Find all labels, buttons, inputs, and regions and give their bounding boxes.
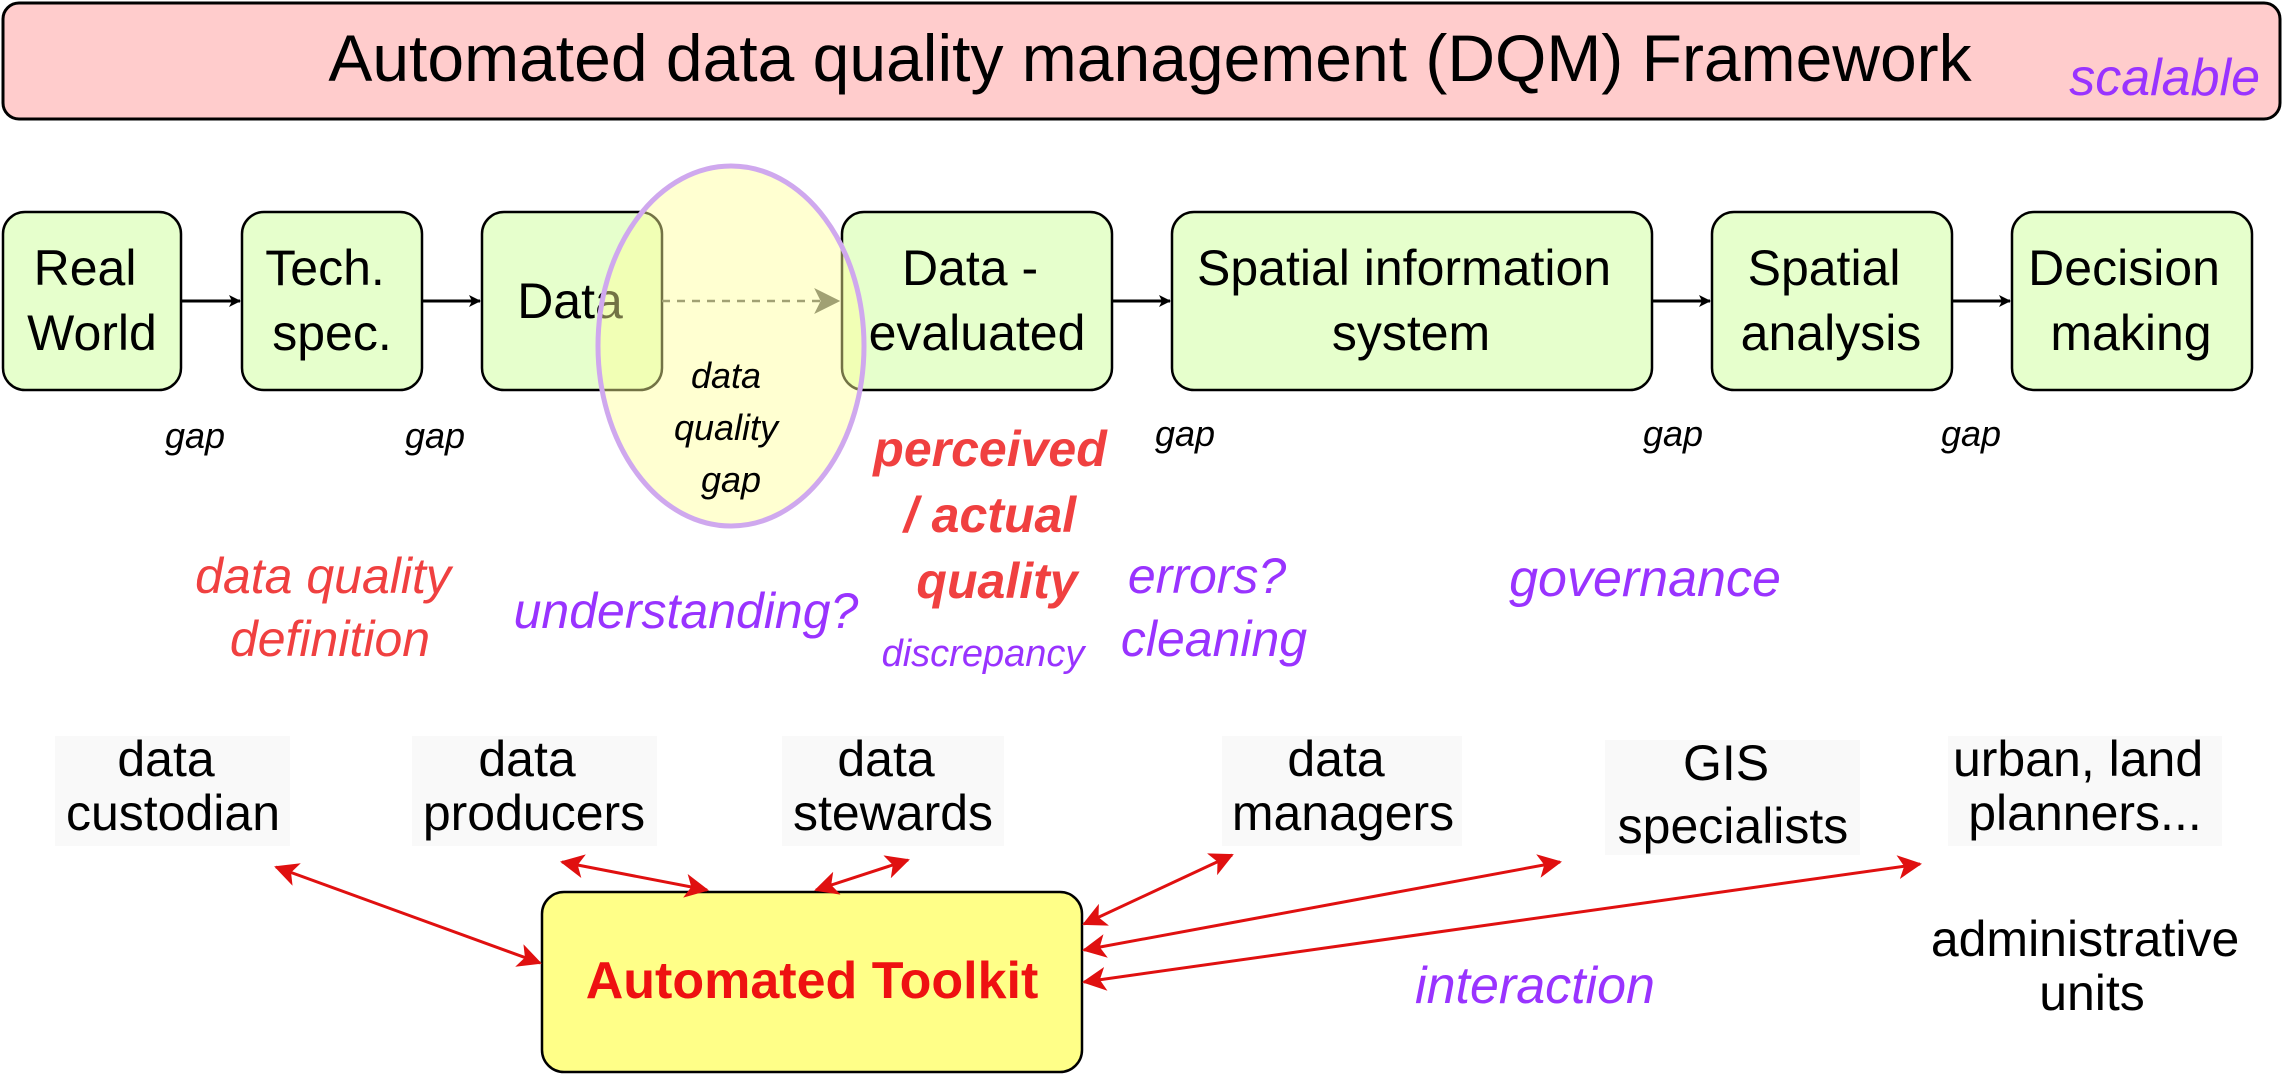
box-spatial-analysis [1710,210,1954,392]
annotation-errors-cleaning: errors? cleaning [1121,548,1307,667]
actor-urban-land-planners: urban, land planners... [1953,731,2217,841]
toolkit-box [540,890,1084,1074]
actor-gis-specialists: GIS specialists [1618,735,1849,854]
arrow-toolkit-producers [560,854,709,898]
actor-data-stewards-bg [782,736,1004,846]
box-spatial-information-system-label: Spatial information system [1197,240,1625,361]
data-quality-gap-label: data quality gap [674,355,788,500]
actor-data-producers-bg [412,736,657,846]
actor-administrative-units: administrative units [1931,911,2253,1021]
actor-data-stewards: data stewards [793,731,993,841]
title-note: scalable [2069,49,2260,107]
box-data-evaluated [840,210,1114,392]
box-data-evaluated-label: Data - evaluated [869,240,1086,361]
arrow-toolkit-custodian [274,863,542,967]
annotation-discrepancy: discrepancy [882,633,1087,675]
box-tech-spec-label: Tech. spec. [265,240,398,361]
arrow-toolkit-stewards [814,855,910,895]
arrow-toolkit-managers [1082,853,1234,926]
box-spatial-analysis-label: Spatial analysis [1741,240,1922,361]
box-decision-making-label: Decision making [2028,240,2234,361]
box-real-world [1,210,183,392]
gap-label-2: gap [405,415,465,456]
box-real-world-label: Real World [27,240,157,361]
box-spatial-information-system [1170,210,1654,392]
actor-data-managers-bg [1222,736,1462,846]
toolkit-label: Automated Toolkit [586,952,1039,1010]
box-tech-spec [240,210,424,392]
actor-data-producers: data producers [423,731,645,841]
actor-gis-specialists-bg [1605,740,1860,855]
arrow-toolkit-gis-specialists [1082,854,1562,958]
annotation-governance: governance [1509,550,1781,608]
gap-label-3: gap [1155,413,1215,454]
gap-label-5: gap [1941,413,2001,454]
data-quality-gap-ellipse [595,163,867,529]
actor-data-custodian-bg [55,736,290,846]
annotation-interaction: interaction [1415,957,1655,1015]
gap-label-1: gap [165,415,225,456]
page-title: Automated data quality management (DQM) … [328,21,1972,95]
gap-label-4: gap [1643,413,1703,454]
annotation-understanding: understanding? [514,583,859,639]
title-banner [1,1,2282,121]
actor-data-managers: data managers [1232,731,1454,841]
actor-data-custodian: data custodian [66,731,280,841]
box-decision-making [2010,210,2254,392]
actor-urban-land-planners-bg [1948,736,2222,846]
arrow-toolkit-urban-planners [1082,855,1922,991]
annotation-perceived-actual-quality: perceived / actual quality [871,421,1120,609]
annotation-data-quality-definition: data quality definition [195,548,465,667]
